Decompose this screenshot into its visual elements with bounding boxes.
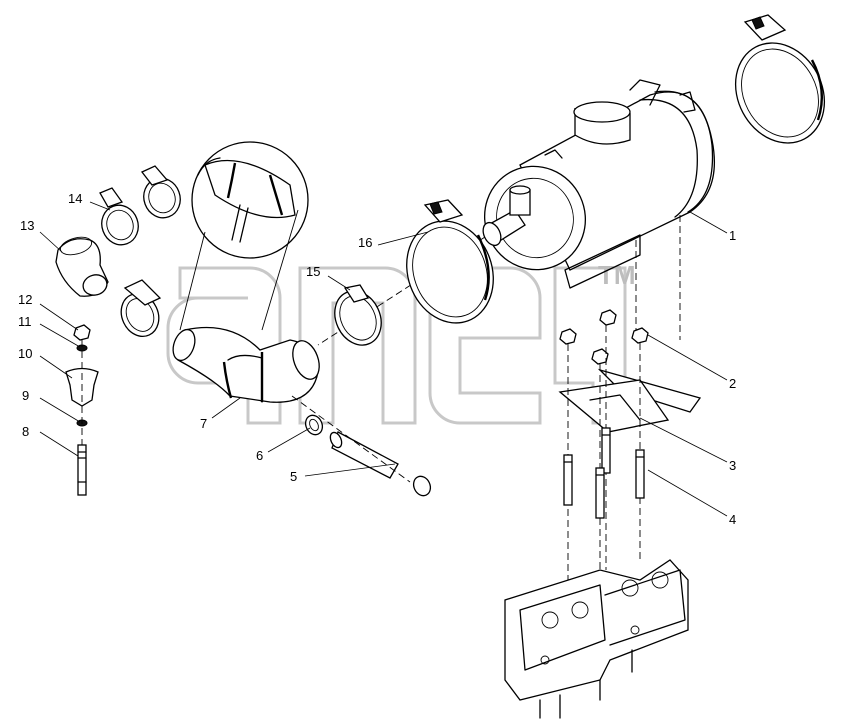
callout-14: 14 xyxy=(68,191,82,206)
callout-13: 13 xyxy=(20,218,34,233)
tube-5 xyxy=(291,395,432,497)
large-hose-clamp-right xyxy=(734,14,826,144)
small-elbow-13 xyxy=(55,236,109,297)
hose-clamp-15 xyxy=(334,284,382,346)
leader-lines xyxy=(39,201,728,517)
hose-clamp-mid xyxy=(120,279,162,337)
callout-3: 3 xyxy=(729,458,736,473)
callout-2: 2 xyxy=(729,376,736,391)
callout-9: 9 xyxy=(22,388,29,403)
callout-7: 7 xyxy=(200,416,207,431)
callout-8: 8 xyxy=(22,424,29,439)
hose-clamps-14 xyxy=(99,165,181,246)
callout-10: 10 xyxy=(18,346,32,361)
detail-zoom-circle xyxy=(179,141,309,331)
callout-12: 12 xyxy=(18,292,32,307)
elbow-hose-7 xyxy=(172,326,320,403)
large-hose-clamp-16 xyxy=(406,199,494,324)
callout-6: 6 xyxy=(256,448,263,463)
callout-labels: 1 2 3 4 5 6 7 8 9 10 11 12 13 14 15 16 xyxy=(18,191,736,527)
ring-6 xyxy=(304,414,324,436)
callout-5: 5 xyxy=(290,469,297,484)
callout-1: 1 xyxy=(729,228,736,243)
fastener-stack-left xyxy=(65,324,99,496)
callout-16: 16 xyxy=(358,235,372,250)
callout-11: 11 xyxy=(18,314,32,329)
watermark: TM xyxy=(166,260,636,425)
callout-4: 4 xyxy=(729,512,736,527)
mounting-nuts-2 xyxy=(559,309,649,365)
studs-4 xyxy=(563,427,645,519)
callout-15: 15 xyxy=(306,264,320,279)
cylinder-heads xyxy=(504,559,689,719)
watermark-trademark: TM xyxy=(598,260,636,290)
bracket-3 xyxy=(558,325,702,600)
air-filter-housing xyxy=(317,79,715,346)
